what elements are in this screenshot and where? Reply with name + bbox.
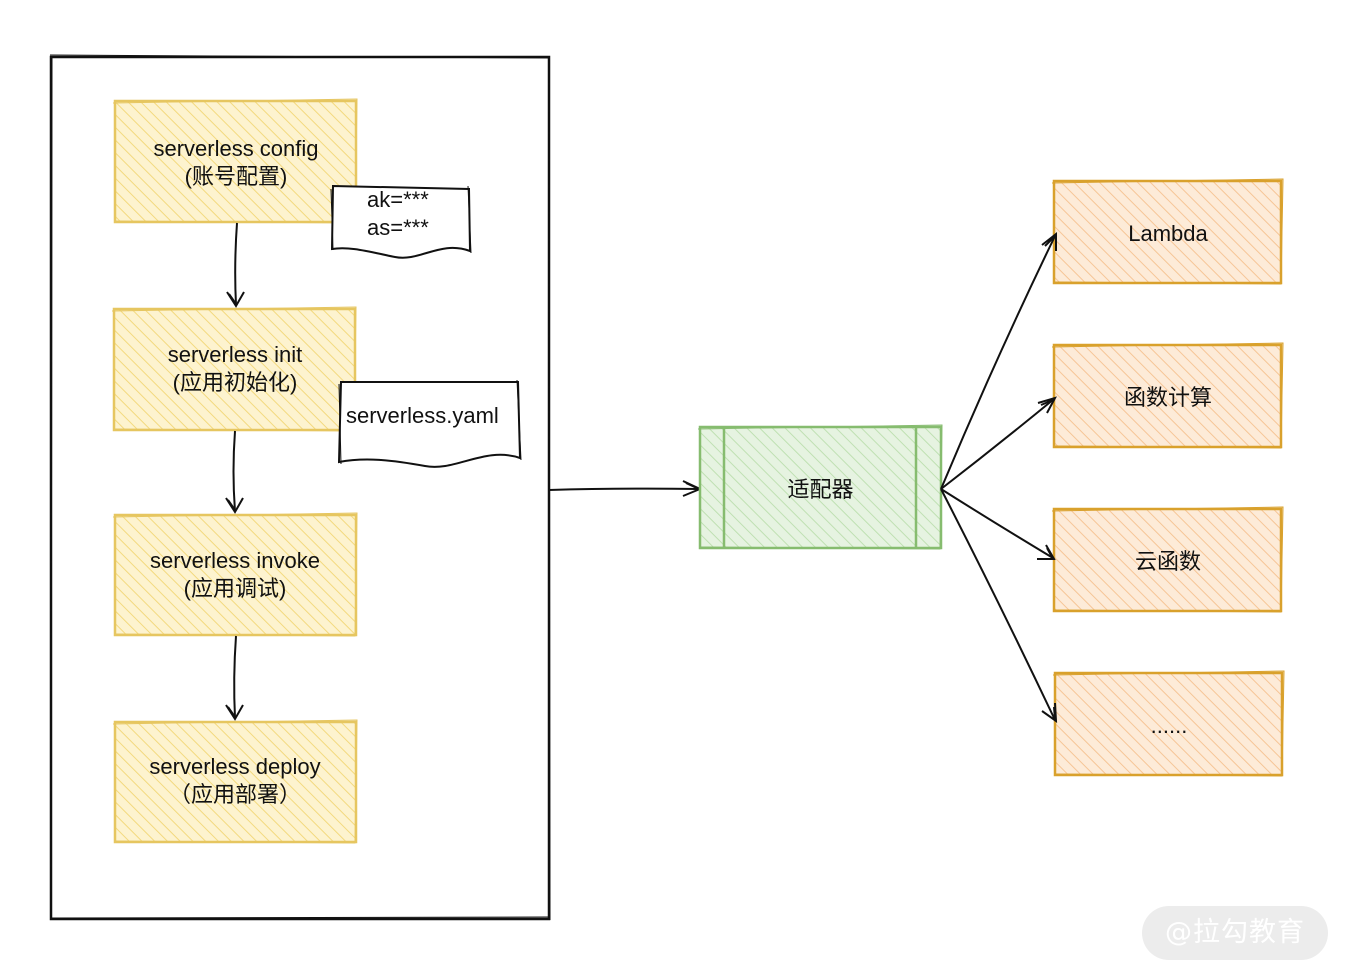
step-init-label: serverless init (应用初始化) — [113, 341, 357, 397]
target-box-scf — [1051, 506, 1284, 613]
step-box-config — [112, 98, 358, 224]
target-scf-label: 云函数 — [1134, 549, 1201, 574]
step-config-label: serverless config (账号配置) — [114, 135, 358, 191]
arrow-config-to-init — [226, 222, 245, 308]
cli-container — [49, 54, 551, 921]
target-lambda-label: Lambda — [1128, 221, 1208, 246]
step-config-command: serverless config — [153, 136, 319, 161]
step-invoke-command: serverless invoke — [150, 548, 320, 573]
target-box-fc — [1051, 342, 1284, 449]
step-invoke-desc: (应用调试) — [183, 576, 287, 601]
arrow-adapter-to-more — [940, 488, 1058, 724]
adapter-box — [697, 424, 943, 550]
arrow-adapter-to-fc — [940, 396, 1058, 490]
step-box-init — [111, 306, 357, 432]
target-more-label: ...... — [1150, 713, 1188, 738]
watermark: @拉勾教育 — [1142, 906, 1328, 960]
credentials-ak: ak=*** — [367, 187, 429, 212]
arrow-init-to-invoke — [225, 430, 244, 514]
target-box-lambda — [1051, 178, 1284, 285]
config-file-note — [337, 379, 522, 468]
adapter-label: 适配器 — [787, 477, 854, 502]
arrow-adapter-to-lambda — [940, 231, 1057, 490]
target-fc-label: 函数计算 — [1123, 385, 1212, 410]
arrow-adapter-to-scf — [940, 488, 1056, 560]
arrow-invoke-to-deploy — [225, 635, 244, 721]
step-box-invoke — [112, 512, 358, 637]
step-invoke-label: serverless invoke (应用调试) — [113, 547, 357, 603]
step-box-deploy — [112, 719, 358, 844]
target-box-more — [1052, 670, 1285, 777]
credentials-note — [330, 184, 472, 259]
step-deploy-command: serverless deploy — [149, 754, 321, 779]
step-config-desc: (账号配置) — [184, 164, 288, 189]
step-deploy-label: serverless deploy （应用部署） — [113, 753, 357, 809]
arrow-container-to-adapter — [548, 480, 703, 497]
step-deploy-desc: （应用部署） — [168, 782, 301, 807]
credentials-as: as=*** — [367, 215, 429, 240]
config-file-name: serverless.yaml — [346, 403, 499, 428]
credentials-note-text: ak=*** as=*** — [367, 186, 429, 242]
step-init-command: serverless init — [167, 342, 303, 367]
step-init-desc: (应用初始化) — [172, 370, 298, 395]
